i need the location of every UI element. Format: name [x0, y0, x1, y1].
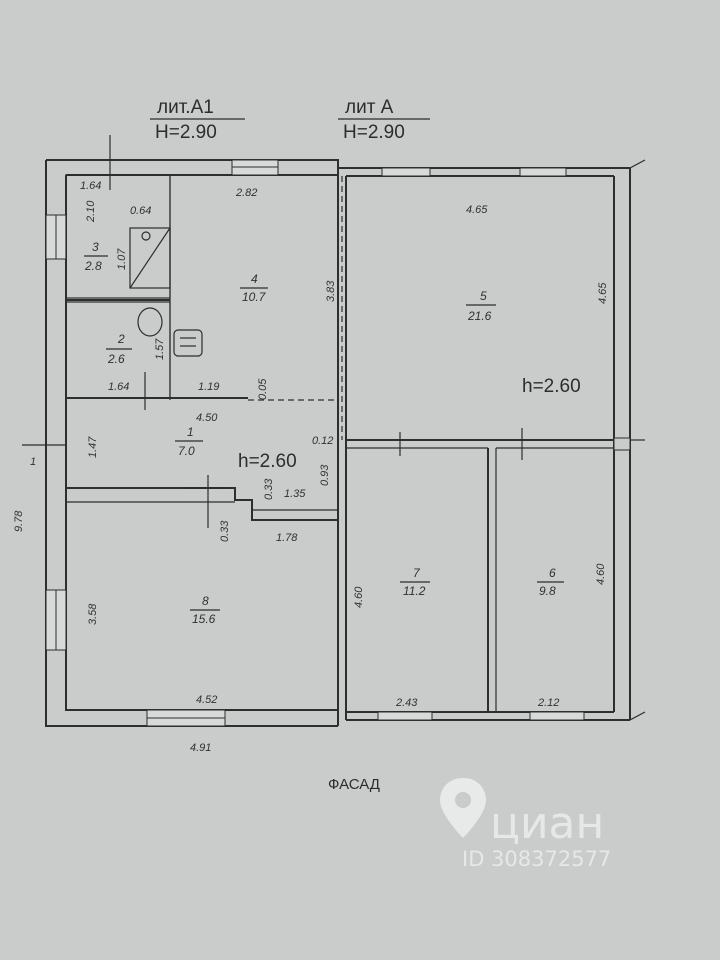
facade-label: ФАСАД: [328, 776, 380, 793]
dim-3-83: 3.83: [325, 280, 337, 302]
lit-a1-label: лит.А1: [157, 97, 214, 118]
tick-marks: [22, 135, 646, 721]
dim-4-65-side: 4.65: [597, 282, 609, 304]
dim-4-91: 4.91: [190, 742, 211, 754]
room-5-area: 21.6: [467, 309, 492, 323]
dim-0-93: 0.93: [319, 464, 331, 486]
dim-1-64-top: 1.64: [80, 180, 101, 192]
room-7-area: 11.2: [403, 584, 426, 598]
location-pin-icon: [440, 778, 486, 838]
room-2-number: 2: [117, 332, 125, 346]
room-7-number: 7: [413, 566, 421, 580]
room-1-number: 1: [187, 425, 194, 439]
room-8-area: 15.6: [192, 612, 216, 626]
dim-1-35: 1.35: [284, 488, 306, 500]
dim-2-12: 2.12: [537, 697, 559, 709]
dim-4-50: 4.50: [196, 412, 218, 424]
windows: [45, 159, 631, 727]
dimension-labels: 1.64 2.10 0.64 1.07 2.82 3.83 4.65 4.65 …: [13, 180, 609, 754]
room-3-number: 3: [92, 240, 99, 254]
room-2-area: 2.6: [107, 352, 125, 366]
shower-tray: [129, 227, 171, 289]
dim-0-33-b: 0.33: [219, 520, 231, 542]
sink: [173, 329, 203, 357]
dim-4-60-right: 4.60: [595, 563, 607, 585]
dim-2-10: 2.10: [85, 200, 97, 223]
room-5-number: 5: [480, 289, 487, 303]
watermark-id: ID 308372577: [462, 847, 611, 871]
dim-0-12: 0.12: [312, 435, 333, 447]
dim-3-58: 3.58: [87, 603, 99, 625]
room-4-number: 4: [251, 272, 258, 286]
room-4-area: 10.7: [242, 290, 267, 304]
lit-a-height: H=2.90: [343, 122, 405, 143]
cian-watermark: циан ID 308372577: [440, 778, 611, 871]
ceiling-height-left: h=2.60: [238, 451, 297, 472]
dim-2-43: 2.43: [395, 697, 418, 709]
dim-1-78: 1.78: [276, 532, 298, 544]
dim-1-64-mid: 1.64: [108, 381, 129, 393]
dim-1-19: 1.19: [198, 381, 219, 393]
dim-0-64: 0.64: [130, 205, 151, 217]
toilet-bowl: [137, 307, 163, 337]
dim-1-left: 1: [30, 456, 36, 468]
lit-a1-height: H=2.90: [155, 122, 217, 143]
dim-0-33-a: 0.33: [263, 478, 275, 500]
watermark-brand: циан: [490, 798, 604, 849]
room-8-number: 8: [202, 594, 209, 608]
dim-4-60-left: 4.60: [353, 586, 365, 608]
room-1-area: 7.0: [178, 444, 195, 458]
dim-9-78: 9.78: [13, 510, 25, 532]
dim-0-05: 0.05: [257, 378, 269, 400]
dim-1-47: 1.47: [87, 436, 99, 458]
dim-1-07: 1.07: [116, 248, 128, 270]
dim-2-82: 2.82: [235, 187, 257, 199]
room-labels: 3 2.8 2 2.6 4 10.7 5 21.6 1 7.0 7 11.2 6…: [84, 240, 564, 626]
dim-4-52: 4.52: [196, 694, 217, 706]
room-3-area: 2.8: [84, 259, 102, 273]
ceiling-height-right: h=2.60: [522, 376, 581, 397]
interior-partitions: [65, 174, 614, 712]
room-6-area: 9.8: [539, 584, 556, 598]
room-6-number: 6: [549, 566, 556, 580]
dim-4-65-top: 4.65: [466, 204, 488, 216]
dim-1-57: 1.57: [154, 338, 166, 360]
lit-a-label: лит А: [345, 97, 394, 118]
